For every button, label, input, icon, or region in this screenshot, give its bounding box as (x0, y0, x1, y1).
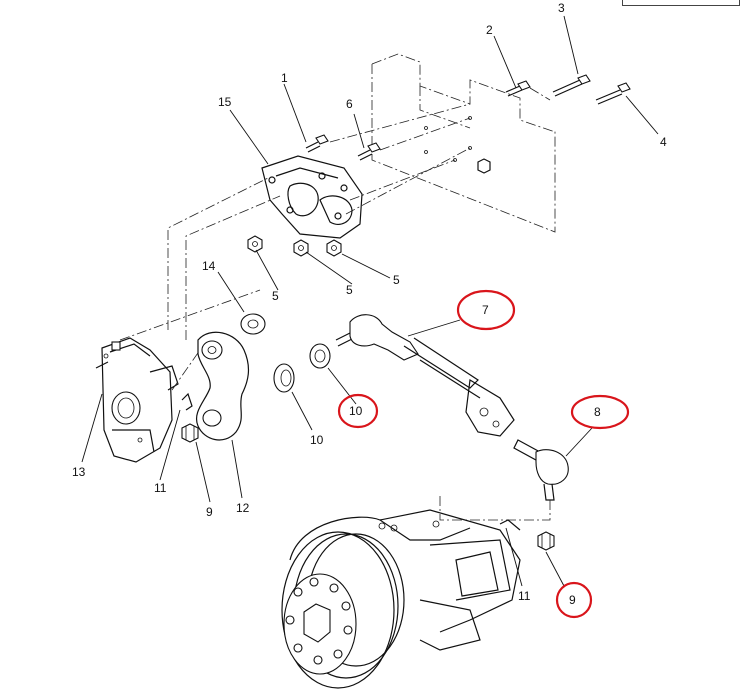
highlight-ring-8 (570, 394, 630, 430)
callout-9-a: 9 (206, 505, 213, 519)
nut-14 (240, 313, 266, 335)
callout-5-b: 5 (346, 283, 353, 297)
bolt-2 (505, 80, 531, 97)
callout-10-b: 10 (310, 433, 324, 447)
callout-1: 1 (281, 71, 288, 85)
highlight-rings (337, 289, 630, 619)
callout-3: 3 (558, 1, 565, 15)
callout-labels: 1 2 3 4 6 15 5 5 5 5 14 7 8 10 10 13 11 … (72, 1, 667, 607)
callout-5-a: 5 (272, 289, 279, 303)
dust-seal-10-left (273, 363, 295, 393)
mounting-bracket-15 (261, 155, 363, 239)
leader-lines (81, 15, 659, 587)
callout-4: 4 (660, 135, 667, 149)
callout-10-a: 10 (349, 404, 363, 418)
callout-5-c: 5 (393, 273, 400, 287)
cotter-pin-11-left (181, 392, 193, 411)
nut-5-right (326, 239, 342, 257)
castle-nut-9-left (181, 423, 199, 443)
steering-gear-13 (95, 337, 201, 463)
callout-13: 13 (72, 465, 86, 479)
callout-6: 6 (346, 97, 353, 111)
callout-2: 2 (486, 23, 493, 37)
callout-7: 7 (482, 303, 489, 317)
callout-11-a: 11 (154, 481, 167, 495)
alignment-lines (119, 87, 551, 341)
bolt-1 (305, 134, 329, 153)
pitman-arm-12 (196, 331, 250, 441)
callout-11-b: 11 (518, 589, 531, 603)
callout-15: 15 (218, 95, 232, 109)
drag-link-7 (335, 314, 515, 437)
highlight-ring-10 (337, 393, 379, 429)
nut-5-middle (293, 239, 309, 257)
callout-8: 8 (594, 405, 601, 419)
highlight-ring-7 (456, 289, 516, 331)
callout-12: 12 (236, 501, 250, 515)
callout-9-b: 9 (569, 593, 576, 607)
front-axle-hub (281, 509, 521, 689)
bolt-6 (357, 142, 381, 161)
castle-nut-9-right (537, 531, 555, 551)
callout-14: 14 (202, 259, 216, 273)
dust-seal-10-right (309, 343, 331, 369)
bolt-3 (552, 74, 591, 97)
highlight-ring-9 (555, 581, 593, 619)
tie-rod-end-8 (439, 439, 569, 521)
bolt-4 (595, 82, 631, 105)
cotter-pin-11-right (499, 519, 521, 531)
nut-5-left (247, 235, 263, 253)
